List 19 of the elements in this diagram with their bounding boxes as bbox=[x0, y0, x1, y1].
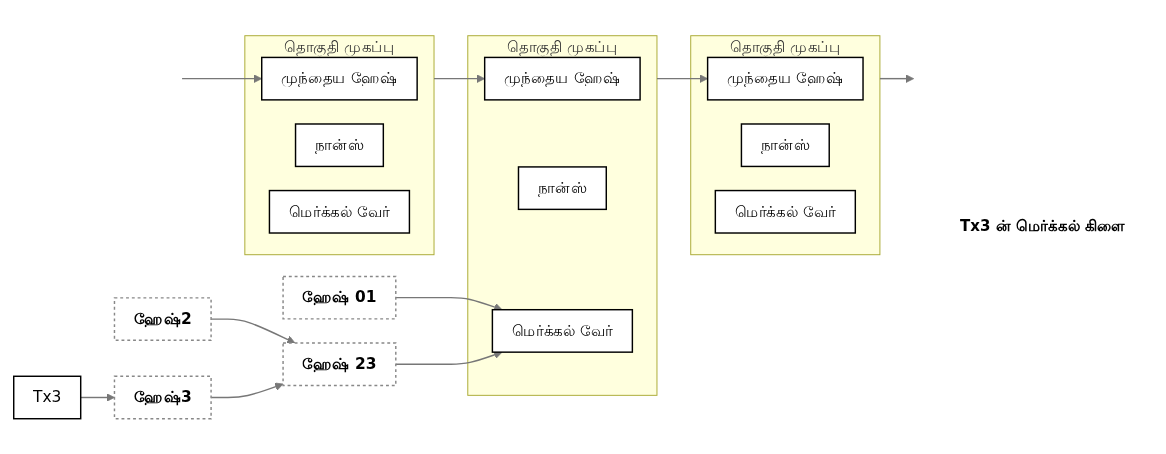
node-box: மெர்க்கல் வேர் bbox=[268, 189, 411, 234]
node-box: நான்ஸ் bbox=[517, 165, 607, 210]
arrow bbox=[879, 74, 915, 83]
node-box: முந்தைய ஹேஷ் bbox=[261, 56, 418, 101]
node-box: ஹேஷ் 01 bbox=[282, 275, 397, 320]
node-box: முந்தைய ஹேஷ் bbox=[483, 56, 641, 101]
node-box: ஹேஷ்3 bbox=[113, 375, 212, 420]
arrow bbox=[395, 350, 503, 365]
node-box: மெர்க்கல் வேர் bbox=[714, 189, 857, 234]
arrow bbox=[656, 74, 708, 83]
node-box: ஹேஷ்2 bbox=[113, 296, 212, 341]
arrow bbox=[395, 296, 503, 311]
node-box: மெர்க்கல் வேர் bbox=[491, 308, 634, 353]
node-box: ஹேஷ் 23 bbox=[282, 342, 397, 386]
node-box: நான்ஸ் bbox=[740, 123, 830, 167]
node-box: முந்தைய ஹேஷ் bbox=[706, 56, 864, 101]
note-label: Tx3 ன் மெர்க்கல் கிளை bbox=[960, 217, 1126, 237]
node-box: Tx3 bbox=[13, 375, 82, 420]
node-box: நான்ஸ் bbox=[294, 123, 385, 167]
